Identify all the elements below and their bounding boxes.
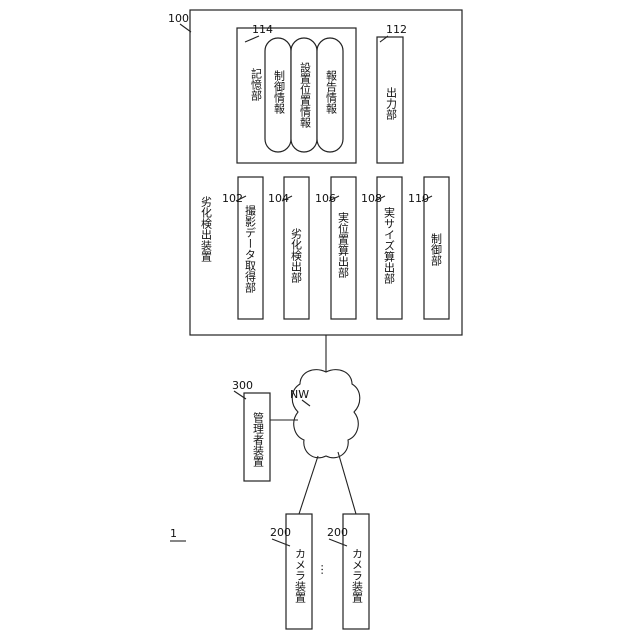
camera-1-ref: 200 — [270, 526, 291, 539]
camera-1-label: カメラ装置 — [294, 548, 307, 603]
device-ref: 100 — [168, 12, 189, 25]
system-ref: 1 — [170, 527, 177, 540]
storage-unit: 114 記憶部 制御情報 設置位置情報 報告情報 — [237, 23, 356, 163]
device-title: 劣化検出装置 — [200, 195, 213, 262]
camera-device-1: 200 カメラ装置 — [270, 514, 312, 629]
camera-ellipsis: … — [319, 564, 332, 575]
camera-2-label: カメラ装置 — [351, 548, 364, 603]
admin-label: 管理者装置 — [252, 411, 265, 467]
output-ref: 112 — [386, 23, 407, 36]
storage-ref: 114 — [252, 23, 273, 36]
camera-2-ref: 200 — [327, 526, 348, 539]
unit-size-label: 実サイズ算出部 — [383, 206, 396, 284]
link-network-camera-1 — [299, 456, 318, 514]
unit-control-label: 制御部 — [430, 233, 443, 266]
storage-item-control-info-label: 制御情報 — [273, 70, 286, 115]
cloud-shape — [292, 370, 360, 458]
unit-acquisition-label: 撮影データ取得部 — [244, 204, 257, 293]
unit-detection-label: 劣化検出部 — [290, 227, 303, 283]
admin-ref: 300 — [232, 379, 253, 392]
storage-item-report-info-label: 報告情報 — [325, 70, 338, 115]
admin-device: 300 管理者装置 — [232, 379, 270, 481]
output-unit: 112 出力部 — [377, 23, 407, 163]
device-ref-leader — [180, 24, 191, 32]
unit-position-label: 実位置算出部 — [337, 211, 350, 278]
storage-label: 記憶部 — [250, 67, 263, 101]
camera-device-2: 200 カメラ装置 — [327, 514, 369, 629]
storage-item-install-position-label: 設置位置情報 — [299, 61, 312, 129]
network-label: NW — [290, 388, 309, 401]
link-network-camera-2 — [338, 452, 356, 514]
output-label: 出力部 — [385, 86, 398, 120]
network-cloud: NW — [290, 370, 360, 458]
